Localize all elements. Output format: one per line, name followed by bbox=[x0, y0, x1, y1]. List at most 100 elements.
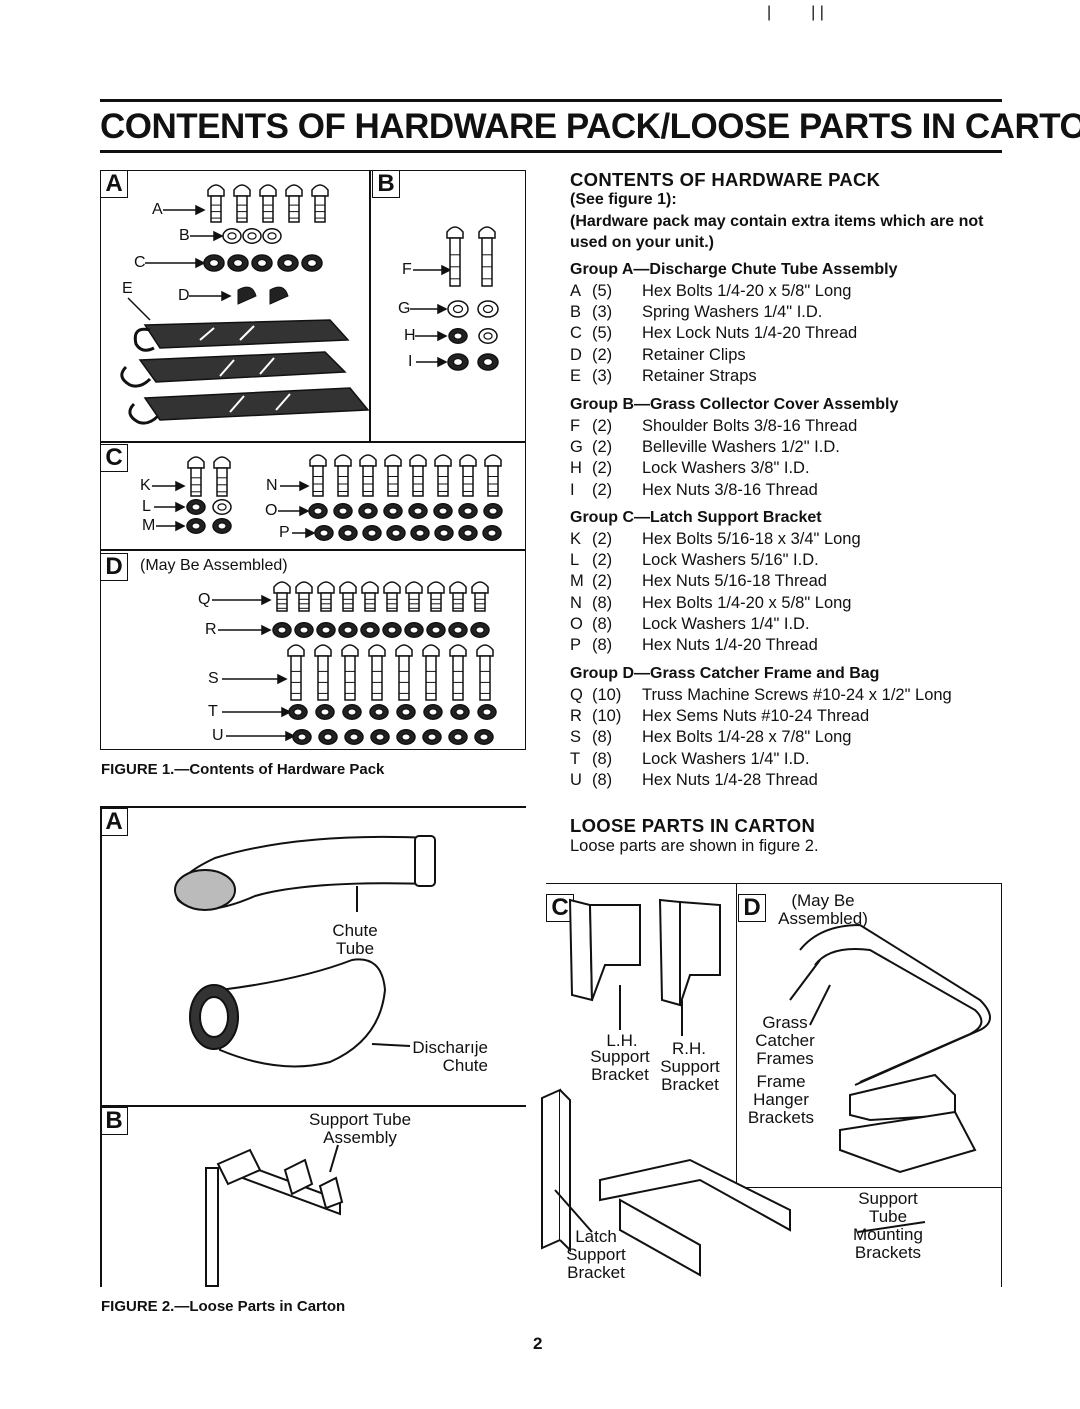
hardware-item: A(5)Hex Bolts 1/4-20 x 5/8" Long bbox=[570, 282, 851, 301]
tick-1: | bbox=[767, 4, 772, 21]
hex-bolt-a bbox=[233, 184, 251, 223]
lock-washer-l bbox=[212, 499, 232, 515]
item-description: Hex Nuts 5/16-18 Thread bbox=[642, 572, 827, 591]
lock-washer-t bbox=[342, 704, 362, 720]
item-letter: M bbox=[570, 572, 584, 591]
item-letter: G bbox=[570, 438, 583, 457]
item-quantity: (8) bbox=[592, 593, 613, 612]
item-quantity: (10) bbox=[592, 707, 622, 726]
support-tube-assembly-label: Support Tube Assembly bbox=[308, 1110, 412, 1147]
fig2-b-left-rule bbox=[100, 1105, 102, 1287]
fig2-panel-letter-a: A bbox=[100, 808, 128, 836]
hardware-item: C(5)Hex Lock Nuts 1/4-20 Thread bbox=[570, 324, 857, 343]
fig1-label-q: Q bbox=[198, 591, 211, 608]
figure2-caption: FIGURE 2.—Loose Parts in Carton bbox=[101, 1298, 346, 1315]
item-description: Spring Washers 1/4" I.D. bbox=[642, 303, 823, 322]
spring-washer-b bbox=[222, 228, 242, 244]
item-letter: F bbox=[570, 417, 581, 435]
fig1-label-g: G bbox=[398, 300, 411, 317]
hex-nut-p bbox=[338, 525, 358, 541]
fig1-leader-arrows bbox=[127, 204, 452, 742]
hex-bolt-n bbox=[459, 454, 477, 497]
figure1-panel-b bbox=[370, 170, 526, 442]
lock-washer-o bbox=[333, 503, 353, 519]
chute-tube-drawing bbox=[174, 835, 436, 912]
fig1-label-f: F bbox=[402, 261, 412, 278]
lock-washer-t bbox=[423, 704, 443, 720]
fig2-panel-letter-d: D bbox=[738, 894, 766, 922]
lock-washer-o bbox=[483, 503, 503, 519]
fig1-label-c: C bbox=[134, 254, 146, 271]
figure1-panel-c bbox=[100, 442, 526, 550]
scan-tick-marks: || | bbox=[767, 4, 824, 22]
item-letter: U bbox=[570, 770, 582, 789]
item-description: Hex Nuts 1/4-20 Thread bbox=[642, 636, 818, 654]
item-letter: A bbox=[570, 282, 582, 300]
item-letter: B bbox=[570, 303, 582, 322]
group-heading: Group A—Discharge Chute Tube Assembly bbox=[570, 261, 898, 278]
lock-nut-c bbox=[251, 254, 273, 272]
hex-bolt-n bbox=[309, 454, 327, 497]
figure1-caption: FIGURE 1.—Contents of Hardware Pack bbox=[101, 761, 385, 778]
truss-screw-q bbox=[471, 581, 489, 612]
lock-washer-t bbox=[315, 704, 335, 720]
lock-nut-c bbox=[227, 254, 249, 272]
truss-screw-q bbox=[449, 581, 467, 612]
sems-nut-r bbox=[338, 622, 358, 638]
hex-bolt-a bbox=[311, 184, 329, 223]
hardware-item: T(8)Lock Washers 1/4" I.D. bbox=[570, 750, 810, 769]
hex-bolt-k bbox=[187, 456, 205, 497]
hardware-item: M(2)Hex Nuts 5/16-18 Thread bbox=[570, 572, 827, 591]
lock-nut-c bbox=[277, 254, 299, 272]
spring-washer-b bbox=[262, 228, 282, 244]
hex-bolt-n bbox=[334, 454, 352, 497]
hex-nut-m bbox=[212, 518, 232, 534]
item-quantity: (8) bbox=[592, 636, 613, 654]
retainer-straps bbox=[120, 319, 370, 425]
item-description: Hex Bolts 1/4-20 x 5/8" Long bbox=[642, 282, 852, 300]
item-description: Shoulder Bolts 3/8-16 Thread bbox=[642, 417, 858, 435]
belleville-washer-g bbox=[477, 300, 499, 318]
hardware-item: R(10)Hex Sems Nuts #10-24 Thread bbox=[570, 707, 869, 726]
hex-bolt-s bbox=[314, 644, 332, 701]
fig2-a-top-rule bbox=[100, 806, 526, 808]
lock-nut-c bbox=[301, 254, 323, 272]
fig1-hardware-illustrations bbox=[120, 184, 503, 745]
hex-nut-u bbox=[344, 729, 364, 745]
sems-nut-r bbox=[426, 622, 446, 638]
retainer-clip-d bbox=[269, 286, 289, 305]
fig1-label-n: N bbox=[266, 477, 278, 494]
hex-nut-i bbox=[447, 353, 469, 371]
truss-screw-q bbox=[273, 581, 291, 612]
truss-screw-q bbox=[405, 581, 423, 612]
chute-tube-label: Chute Tube bbox=[332, 921, 378, 958]
item-description: Hex Bolts 1/4-28 x 7/8" Long bbox=[642, 728, 852, 747]
fig2-a-left-rule bbox=[100, 806, 102, 1106]
hex-nut-p bbox=[410, 525, 430, 541]
item-description: Lock Washers 1/4" I.D. bbox=[642, 614, 810, 633]
support-tube-assembly-drawing bbox=[205, 1144, 344, 1287]
fig2-panel-d bbox=[736, 883, 1002, 1188]
lock-washer-o bbox=[358, 503, 378, 519]
hex-bolt-s bbox=[476, 644, 494, 701]
hardware-item: F(2)Shoulder Bolts 3/8-16 Thread bbox=[570, 417, 857, 436]
item-letter: D bbox=[570, 345, 582, 364]
fig1-label-r: R bbox=[205, 621, 217, 638]
rh-label: R.H. bbox=[672, 1039, 706, 1058]
loose-parts-heading: LOOSE PARTS IN CARTON bbox=[570, 815, 816, 836]
latch-support-bracket-drawing bbox=[541, 1088, 791, 1277]
hex-nut-u bbox=[396, 729, 416, 745]
item-letter: E bbox=[570, 366, 582, 385]
lock-washer-o bbox=[308, 503, 328, 519]
hex-bolt-a bbox=[285, 184, 303, 223]
hex-nut-u bbox=[292, 729, 312, 745]
fig1-panel-letter-c: C bbox=[100, 444, 128, 472]
item-letter: S bbox=[570, 728, 582, 747]
fig1-d-note: (May Be Assembled) bbox=[140, 557, 288, 574]
lock-washer-t bbox=[477, 704, 497, 720]
hardware-item: O(8)Lock Washers 1/4" I.D. bbox=[570, 615, 810, 634]
fig1-label-k: K bbox=[140, 477, 151, 494]
fig1-label-o: O bbox=[265, 502, 278, 519]
hex-bolt-n bbox=[434, 454, 452, 497]
